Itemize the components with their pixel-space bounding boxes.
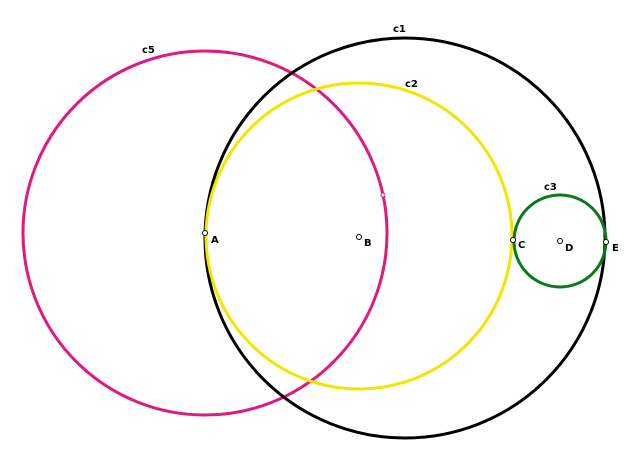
point-label-E: E (612, 243, 619, 254)
circle-label-c2: c2 (405, 79, 418, 90)
circle-c2[interactable] (204, 81, 514, 391)
circle-label-c1: c1 (393, 24, 406, 35)
point-label-D: D (565, 243, 573, 254)
point-label-A: A (211, 235, 219, 246)
circle-c1[interactable] (203, 36, 607, 440)
circle-c5[interactable] (21, 49, 389, 417)
circle-label-c5: c5 (142, 45, 155, 56)
circle-label-c3: c3 (544, 182, 557, 193)
point-on-c5[interactable] (380, 192, 386, 198)
point-B[interactable] (356, 234, 362, 240)
point-label-C: C (518, 240, 525, 251)
point-E[interactable] (603, 239, 609, 245)
point-label-B: B (364, 238, 372, 249)
point-D[interactable] (557, 238, 563, 244)
point-A[interactable] (202, 230, 208, 236)
point-C[interactable] (510, 237, 516, 243)
